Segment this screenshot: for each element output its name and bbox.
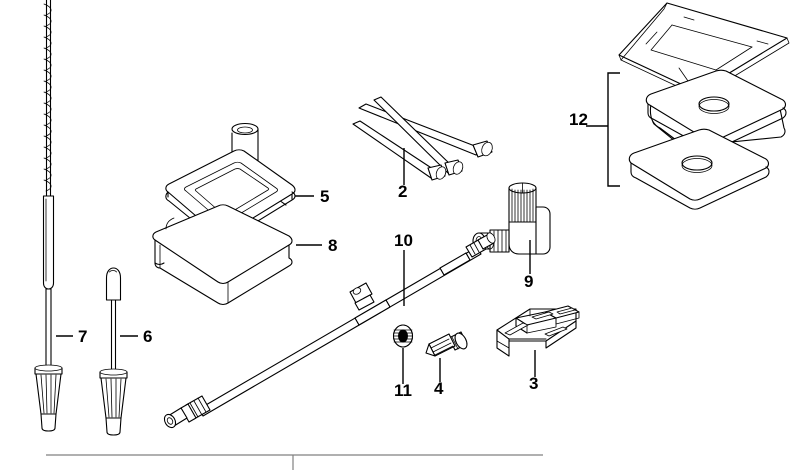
part-3-mounting-bracket [496,305,580,357]
part-12-gasket-set [618,2,790,210]
part-8-rubber-pad [152,204,293,306]
callout-label-3[interactable]: 3 [529,374,539,393]
callout-label-8[interactable]: 8 [328,236,338,255]
callout-label-11[interactable]: 11 [394,381,412,400]
callout-label-7[interactable]: 7 [78,327,88,346]
callout-label-6[interactable]: 6 [143,327,153,346]
bracket-12 [607,72,620,187]
callout-label-12[interactable]: 12 [569,110,588,129]
part-10-antenna-cable [163,232,496,429]
callout-label-9[interactable]: 9 [524,272,534,291]
part-6-antenna-mast-short [99,267,128,436]
callout-label-4[interactable]: 4 [434,379,444,398]
part-4-screw [425,331,468,357]
part-2-antenna-rods [352,96,493,181]
callout-label-5[interactable]: 5 [320,187,330,206]
part-11-toothed-washer [392,324,414,348]
callout-label-10[interactable]: 10 [394,231,413,250]
part-7-antenna-mast-long [34,0,63,432]
callout-label-2[interactable]: 2 [398,182,408,201]
